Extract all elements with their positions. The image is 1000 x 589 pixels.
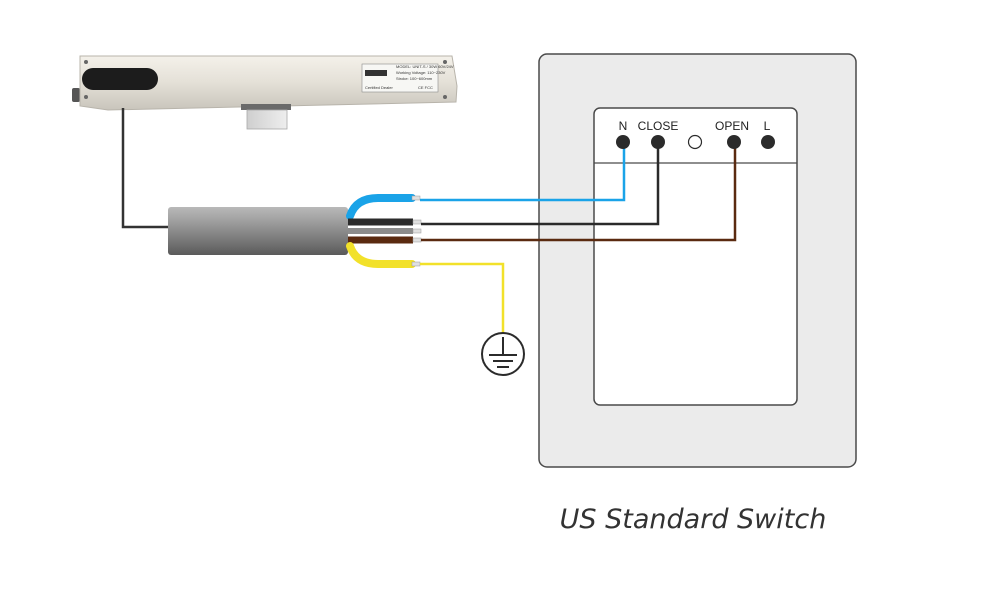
barcode-icon: [365, 70, 387, 76]
wire-tip: [412, 219, 422, 225]
wire-run-brown-to-open: [421, 142, 737, 242]
terminal-label-n: N: [619, 119, 628, 133]
wire-tip: [412, 228, 422, 234]
actuator-endcap-left: [72, 88, 80, 102]
rating-plate: MODEL: UNIT-S / 30W 60V/24V Rated Volt. …: [361, 63, 454, 93]
terminal-label-close: CLOSE: [638, 119, 679, 133]
terminal-close: [651, 135, 665, 149]
terminal-open: [727, 135, 741, 149]
terminal-empty: [687, 134, 703, 150]
wire-bundle: [346, 194, 422, 268]
actuator-screw: [443, 95, 447, 99]
wire-yellow: [346, 242, 416, 268]
plate-text: MODEL: UNIT-S / 30W 60V/24V: [396, 64, 454, 69]
window-actuator: MODEL: UNIT-S / 30W 60V/24V Rated Volt. …: [72, 55, 458, 130]
ground-icon: [481, 332, 525, 376]
wire-run-black-to-close: [421, 142, 660, 226]
actuator-screw: [84, 95, 88, 99]
plate-text: Stroke: 100~600mm: [396, 76, 433, 81]
plate-text: Certified Dealer: [365, 85, 393, 90]
wire-tip: [411, 195, 421, 201]
wire-tip: [411, 261, 421, 267]
switch-insert: [593, 107, 798, 406]
wire-tip: [412, 237, 422, 243]
terminal-l: [761, 135, 775, 149]
cable-sheath: [168, 207, 348, 255]
wire-run-yellow-to-ground: [420, 262, 505, 337]
bracket-base: [241, 104, 291, 110]
actuator-screw: [443, 60, 447, 64]
mounting-bracket: [246, 109, 288, 130]
plate-text: CE FCC: [418, 85, 433, 90]
actuator-screw: [84, 60, 88, 64]
plate-text: Working Voltage: 110~230V: [396, 70, 446, 75]
terminal-n: [616, 135, 630, 149]
wire-run-blue-to-n: [420, 142, 626, 202]
wire-blue: [346, 194, 416, 220]
actuator-slot: [82, 68, 158, 90]
actuator-cable: [121, 108, 170, 229]
terminal-label-l: L: [764, 119, 771, 133]
terminal-label-open: OPEN: [715, 119, 749, 133]
switch-caption: US Standard Switch: [560, 504, 827, 535]
plate-text: Rated Volt.: [365, 70, 385, 75]
